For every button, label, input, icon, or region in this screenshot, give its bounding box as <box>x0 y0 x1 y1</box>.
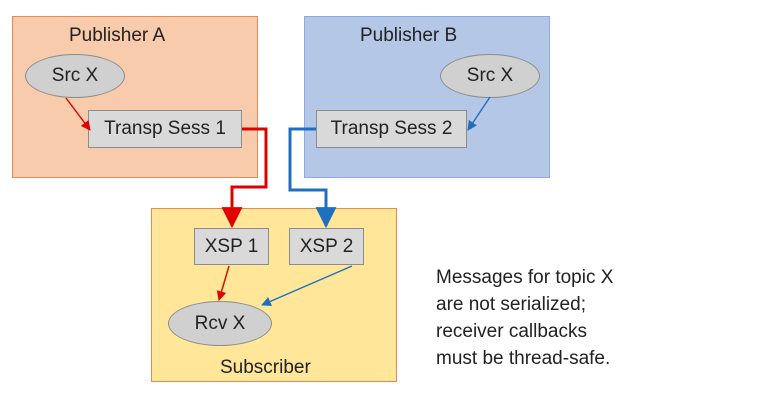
arrow-source-a-to-session-1 <box>65 97 91 131</box>
transport-session-1: Transp Sess 1 <box>88 110 242 148</box>
receiver: Rcv X <box>168 301 272 346</box>
note-line: Messages for topic X <box>436 267 614 288</box>
arrow-source-b-to-session-2 <box>467 96 491 131</box>
publisher-a-title: Publisher A <box>69 25 166 46</box>
wire-session-2-to-xsp-2 <box>288 127 337 229</box>
subscriber-panel: Subscriber <box>151 208 397 382</box>
arrow-xsp-1-to-receiver <box>216 265 230 301</box>
wire-session-1-to-xsp-1 <box>221 127 268 229</box>
arrow-xsp-2-to-receiver <box>261 265 353 306</box>
thread-safety-note: Messages for topic X are not serialized;… <box>436 264 613 372</box>
publisher-a-source: Src X <box>25 54 125 98</box>
publisher-b-title: Publisher B <box>360 25 458 46</box>
publisher-b-source: Src X <box>440 54 540 98</box>
transport-session-2: Transp Sess 2 <box>316 110 467 148</box>
publisher-b-panel: Publisher B <box>304 16 550 178</box>
xsp-2: XSP 2 <box>289 228 364 265</box>
note-line: receiver callbacks <box>436 321 587 342</box>
publisher-a-panel: Publisher A <box>12 16 258 178</box>
note-line: must be thread-safe. <box>436 348 611 369</box>
note-line: are not serialized; <box>436 294 586 315</box>
xsp-1: XSP 1 <box>194 228 269 265</box>
subscriber-title: Subscriber <box>220 357 311 378</box>
